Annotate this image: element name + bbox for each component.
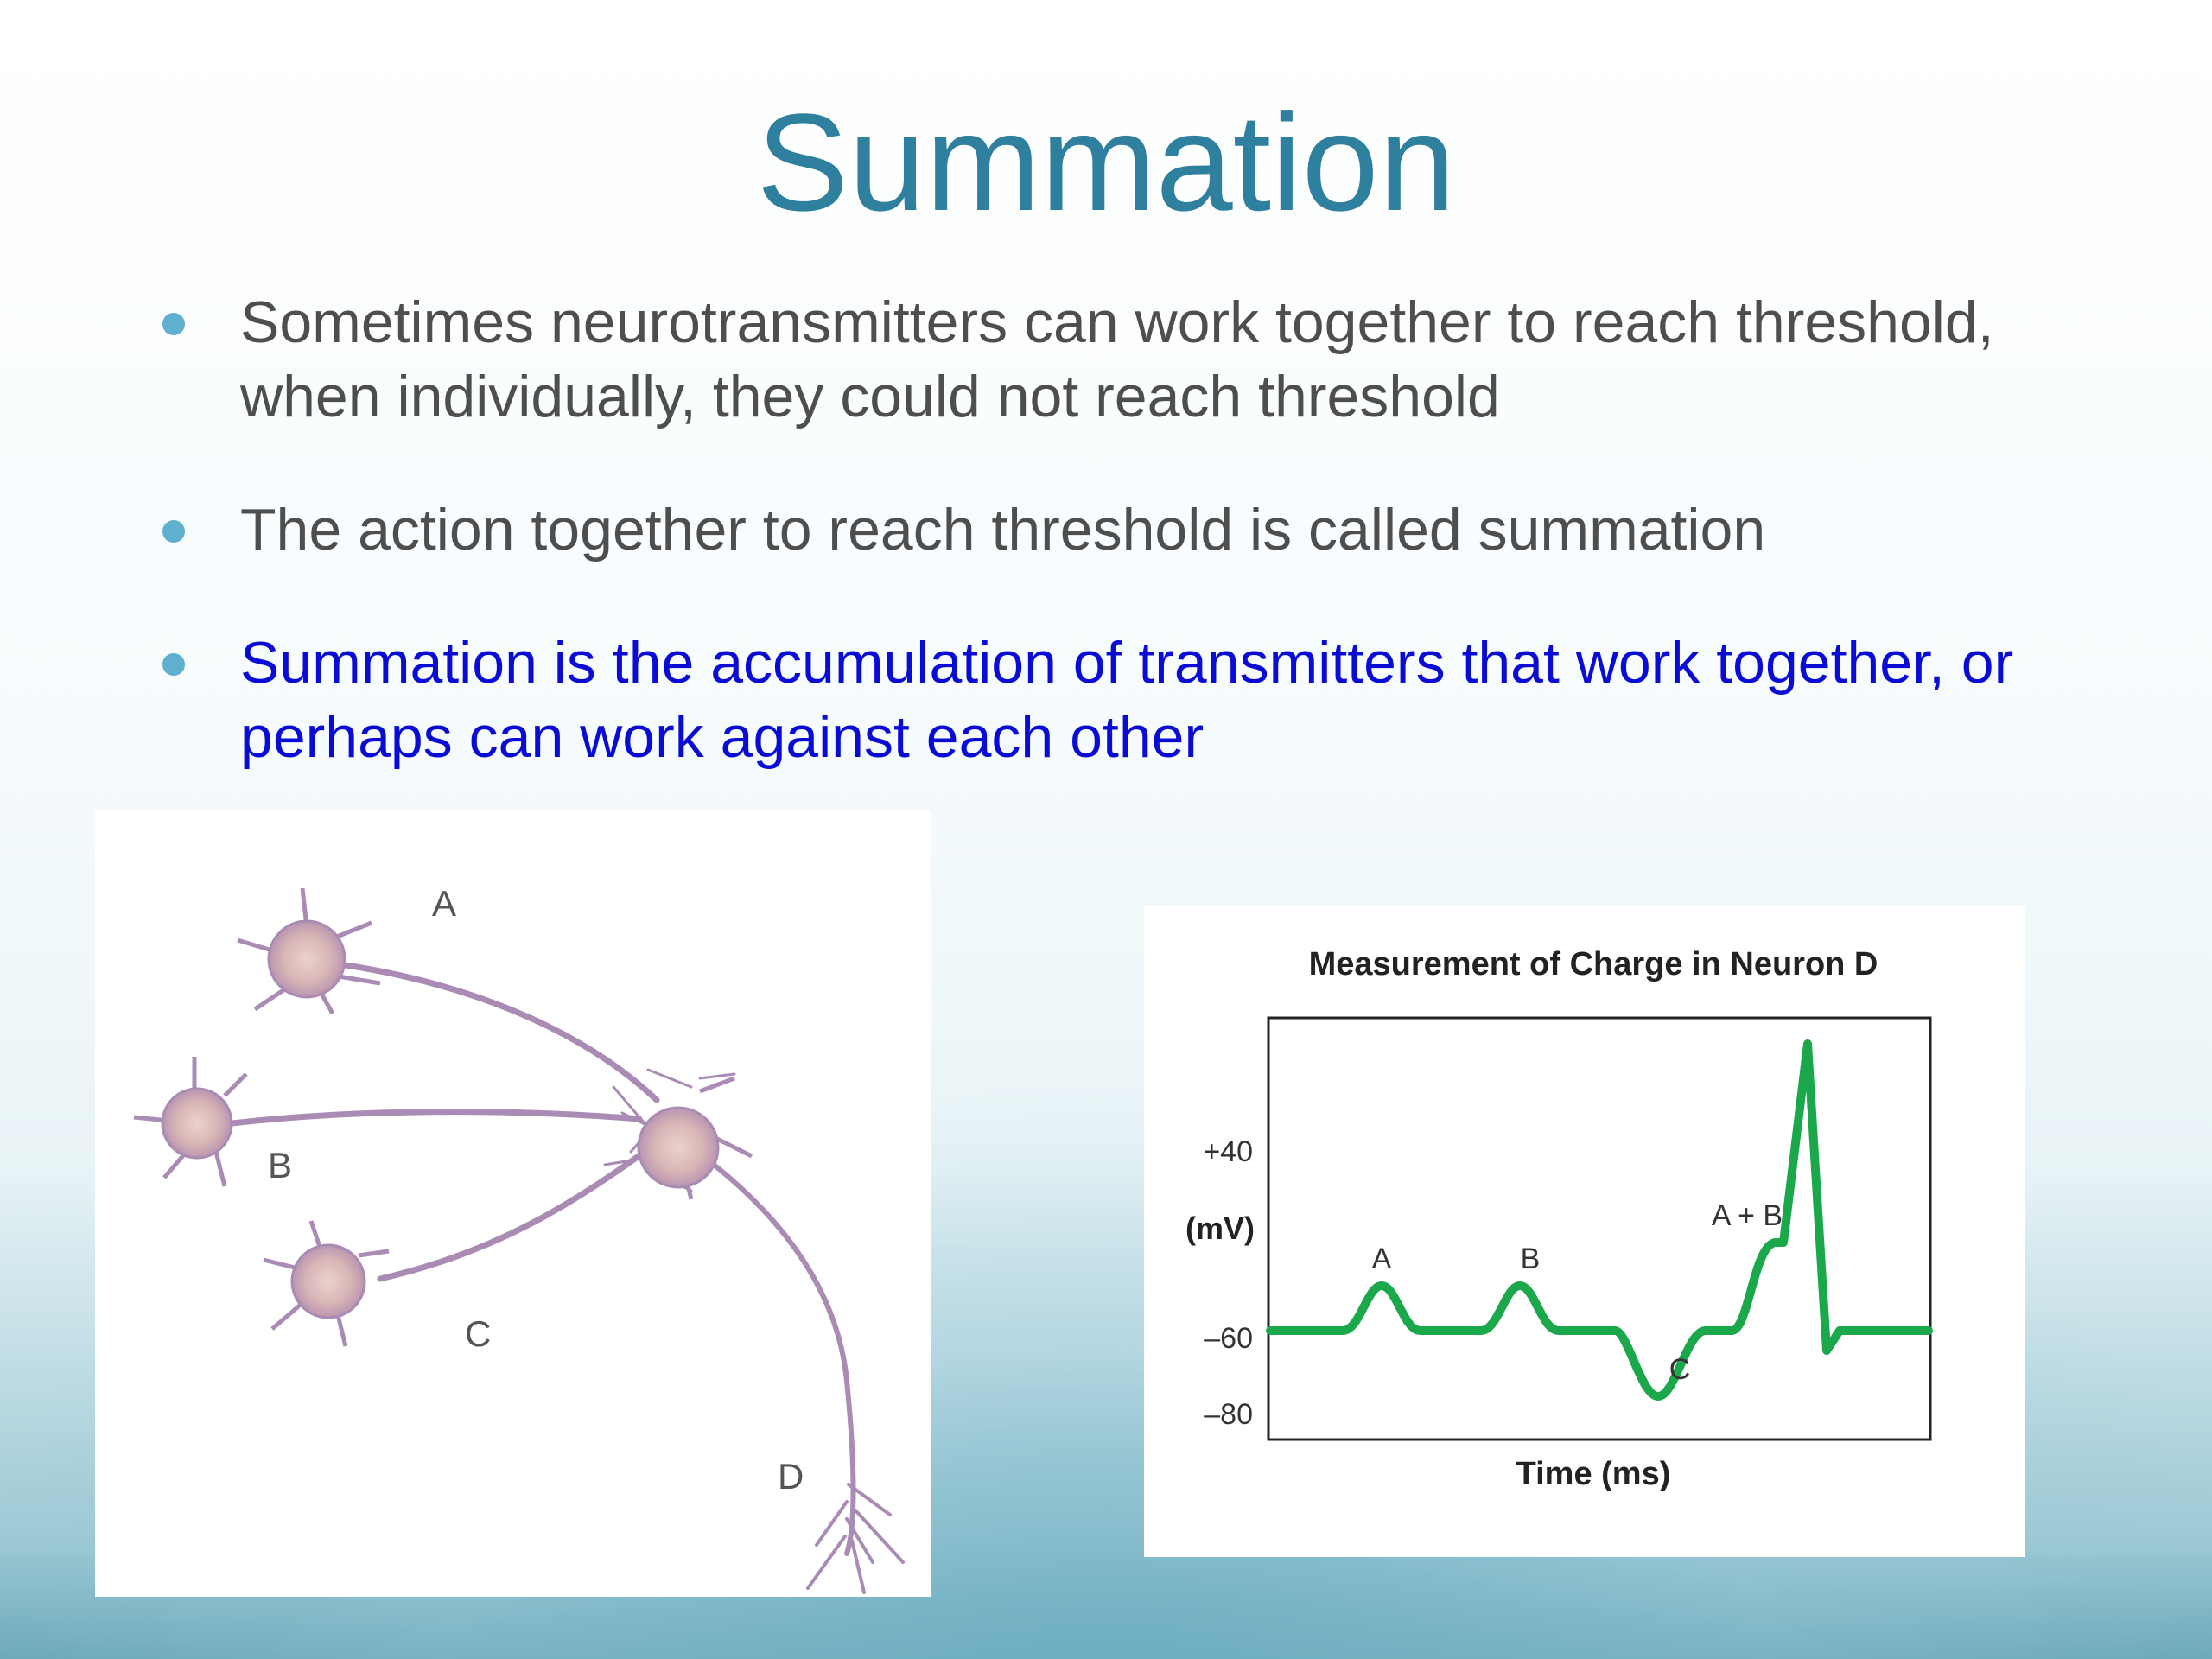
graph-frame [1267, 1016, 1932, 1441]
bullet-item: The action together to reach threshold i… [156, 493, 2074, 567]
annotation-a: A [1372, 1243, 1392, 1275]
bullet-dot-icon [162, 520, 185, 543]
neuron-c-cell [263, 1220, 390, 1347]
slide-title: Summation [756, 85, 1456, 239]
charge-graph-panel: Measurement of Charge in Neuron D +40 (m… [1144, 906, 2025, 1557]
bullet-text: Sometimes neurotransmitters can work tog… [240, 289, 1994, 429]
neuron-a-cell [237, 887, 381, 1015]
ytick-minus80: –80 [1204, 1398, 1253, 1431]
ytick-plus40: +40 [1203, 1135, 1253, 1168]
neuron-d-cell [637, 1076, 753, 1200]
y-axis-label: (mV) [1185, 1211, 1255, 1246]
neuron-b-cell [133, 1057, 248, 1187]
x-axis-label: Time (ms) [1516, 1456, 1671, 1492]
label-c: C [465, 1313, 491, 1354]
bullet-text: The action together to reach threshold i… [240, 497, 1766, 563]
annotation-c: C [1669, 1353, 1691, 1386]
bullet-list: Sometimes neurotransmitters can work tog… [156, 285, 2074, 774]
graph-title: Measurement of Charge in Neuron D [1309, 946, 1878, 982]
bullet-item: Sometimes neurotransmitters can work tog… [156, 285, 2074, 434]
label-d: D [778, 1456, 804, 1497]
charge-graph: Measurement of Charge in Neuron D +40 (m… [1185, 946, 1933, 1492]
bullet-dot-icon [162, 653, 185, 676]
annotation-b: B [1521, 1243, 1541, 1275]
bullet-text: Summation is the accumulation of transmi… [240, 630, 2014, 770]
annotation-a-plus-b: A + B [1712, 1199, 1783, 1232]
neuron-diagram: A B C D [133, 883, 905, 1594]
neuron-diagram-panel: A B C D [95, 810, 931, 1597]
label-b: B [268, 1145, 292, 1185]
ytick-minus60: –60 [1204, 1322, 1253, 1355]
axon-paths [221, 958, 905, 1594]
bullet-item-highlighted: Summation is the accumulation of transmi… [156, 626, 2074, 774]
bullet-dot-icon [162, 313, 185, 335]
label-a: A [432, 883, 456, 924]
membrane-potential-trace [1266, 1039, 1933, 1401]
